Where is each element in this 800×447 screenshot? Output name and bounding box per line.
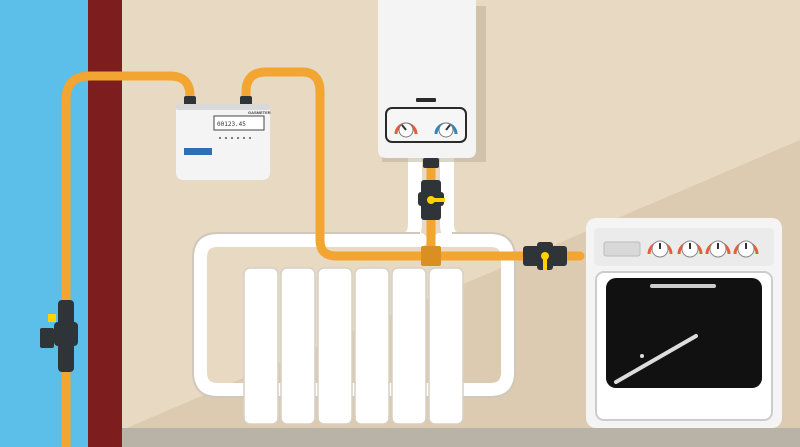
gas-stove — [586, 218, 782, 428]
outside-sky — [0, 0, 92, 447]
pipe-tee-joint — [421, 246, 441, 266]
boiler-indicator — [416, 98, 436, 102]
stove-burner-knob[interactable] — [733, 240, 759, 258]
stove-burner-knob[interactable] — [677, 240, 703, 258]
stove-display — [603, 241, 641, 257]
boiler-gas-valve[interactable] — [418, 180, 445, 220]
meter-brand: GASMETER — [248, 110, 271, 115]
radiator-fin — [391, 267, 427, 425]
radiator-fin — [354, 267, 390, 425]
boiler-hot-knob[interactable] — [394, 122, 418, 138]
meter-dots — [219, 137, 251, 139]
oven-window — [606, 278, 762, 388]
floor — [122, 428, 800, 447]
oven-light — [640, 354, 644, 358]
gas-boiler — [378, 0, 486, 168]
water-pipe-loop — [193, 153, 515, 397]
brick-wall — [88, 0, 122, 447]
radiator-fin — [317, 267, 353, 425]
boiler-control-panel — [385, 107, 467, 143]
boiler-bottom-fitting — [423, 158, 439, 168]
radiator-fin — [428, 267, 464, 425]
gas-meter: GASMETER 00123.45 — [176, 96, 271, 180]
oven-handle[interactable] — [650, 284, 716, 288]
oven-gas-valve[interactable] — [523, 242, 567, 270]
meter-counter-box — [213, 115, 265, 131]
meter-top-shade — [176, 104, 270, 110]
radiator — [243, 267, 464, 425]
meter-blue-panel — [184, 148, 212, 155]
wall-gas-valve[interactable] — [40, 300, 78, 372]
oven-rack — [614, 334, 698, 384]
radiator-fin — [243, 267, 279, 425]
stove-burner-knob[interactable] — [705, 240, 731, 258]
meter-digits: 00123.45 — [217, 121, 246, 128]
boiler-cold-knob[interactable] — [434, 122, 458, 138]
radiator-fin — [280, 267, 316, 425]
gas-shutoff-valve-icon[interactable] — [48, 314, 56, 322]
water-pipe-outline — [192, 232, 516, 398]
stove-burner-knob[interactable] — [647, 240, 673, 258]
